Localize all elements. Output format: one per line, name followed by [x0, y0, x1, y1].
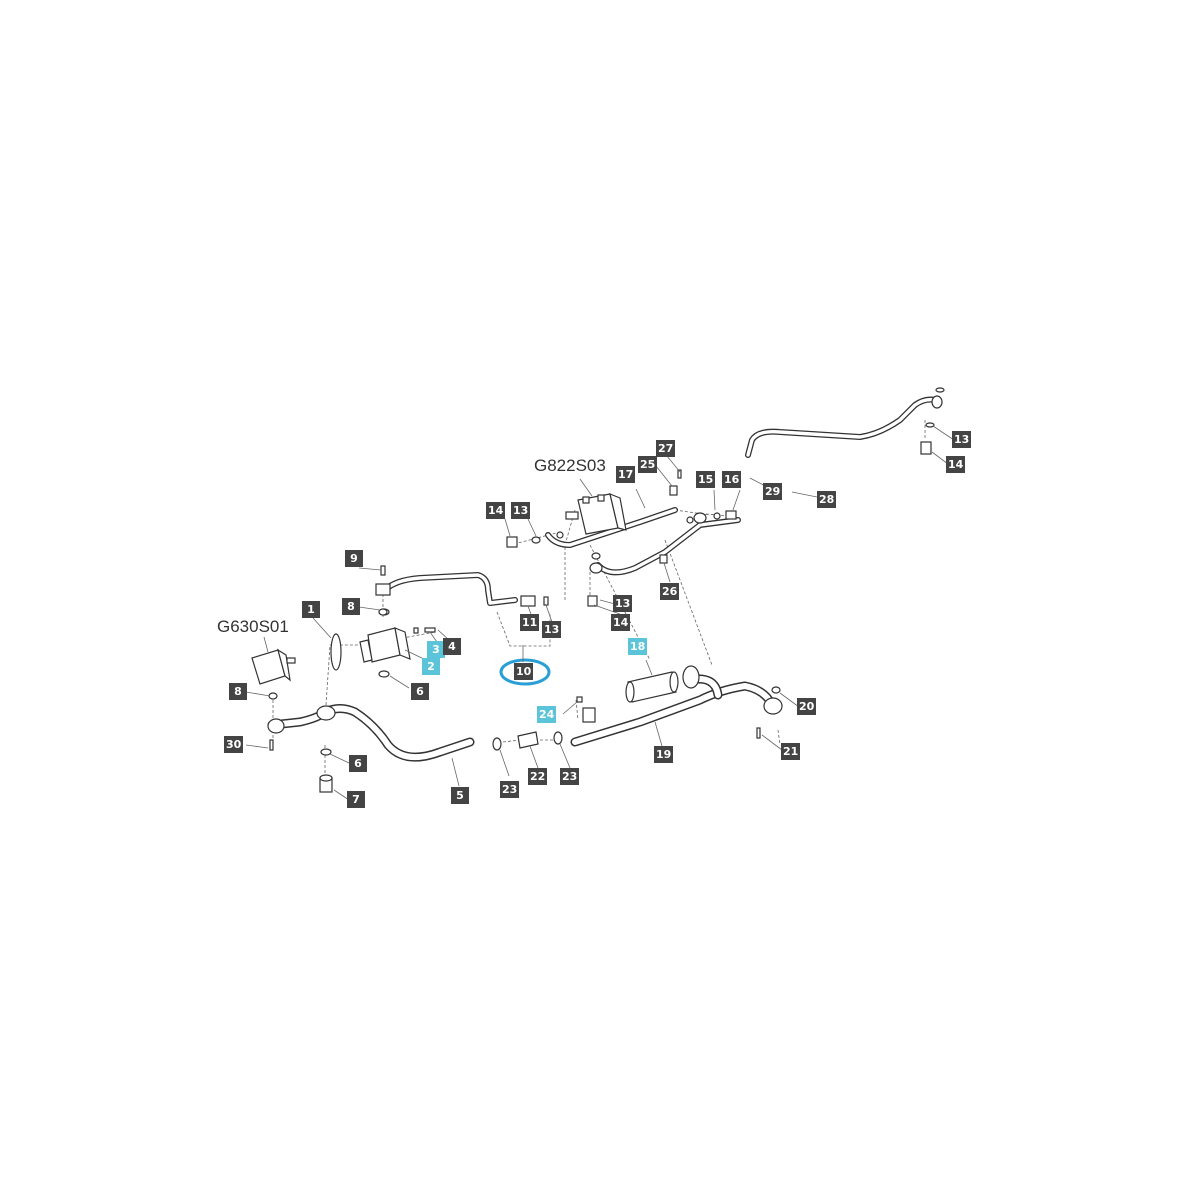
- callout-7[interactable]: 7: [347, 791, 365, 808]
- callout-22[interactable]: 22: [528, 768, 548, 785]
- callout-9[interactable]: 9: [345, 550, 363, 567]
- pipe-5: [267, 704, 475, 762]
- callout-8[interactable]: 8: [342, 598, 360, 615]
- callout-29[interactable]: 29: [763, 483, 783, 500]
- pipe-10: [375, 572, 518, 606]
- callout-13-middle[interactable]: 13: [542, 621, 562, 638]
- valve-block-g822s03: [506, 469, 781, 739]
- callout-15[interactable]: 15: [696, 471, 716, 488]
- callout-23-right[interactable]: 23: [560, 768, 580, 785]
- callout-13-upper[interactable]: 13: [511, 502, 531, 519]
- connector-22: [492, 731, 563, 751]
- filter-18: [625, 671, 679, 703]
- callout-10[interactable]: 10: [514, 663, 534, 680]
- callout-23-left[interactable]: 23: [500, 781, 520, 798]
- pipe-28: [745, 387, 945, 458]
- callout-5[interactable]: 5: [451, 787, 469, 804]
- pump-2: [330, 608, 436, 678]
- pipe-19: [570, 665, 783, 747]
- callout-17[interactable]: 17: [616, 466, 636, 483]
- callout-11[interactable]: 11: [520, 614, 540, 631]
- callout-13-right[interactable]: 13: [952, 431, 972, 448]
- callout-16[interactable]: 16: [722, 471, 742, 488]
- callout-13-valve[interactable]: 13: [613, 595, 633, 612]
- callout-1[interactable]: 1: [302, 601, 320, 618]
- callout-28[interactable]: 28: [817, 491, 837, 508]
- callout-4[interactable]: 4: [443, 638, 461, 655]
- callout-20[interactable]: 20: [797, 698, 817, 715]
- assembly-label-upper: G822S03: [534, 456, 606, 475]
- fitting-11: [520, 595, 549, 607]
- bolts-lower-left: [269, 565, 388, 793]
- callout-26[interactable]: 26: [660, 583, 680, 600]
- callout-8-lower[interactable]: 8: [229, 683, 247, 700]
- callout-14-valve[interactable]: 14: [611, 614, 631, 631]
- callout-6[interactable]: 6: [411, 683, 429, 700]
- callout-19[interactable]: 19: [654, 746, 674, 763]
- callout-2[interactable]: 2: [422, 658, 440, 675]
- callout-30[interactable]: 30: [224, 736, 244, 753]
- callout-24[interactable]: 24: [537, 706, 557, 723]
- callout-14-right[interactable]: 14: [946, 456, 966, 473]
- callout-18[interactable]: 18: [628, 638, 648, 655]
- highlight-ring: [499, 658, 551, 686]
- assembly-label-left: G630S01: [217, 617, 289, 636]
- callout-14-upper[interactable]: 14: [486, 502, 506, 519]
- callout-25[interactable]: 25: [638, 456, 658, 473]
- callout-6-lower[interactable]: 6: [349, 755, 367, 772]
- callout-3[interactable]: 3: [427, 641, 445, 658]
- callout-27[interactable]: 27: [656, 440, 676, 457]
- housing-g630s01: [251, 648, 296, 700]
- callout-21[interactable]: 21: [781, 743, 801, 760]
